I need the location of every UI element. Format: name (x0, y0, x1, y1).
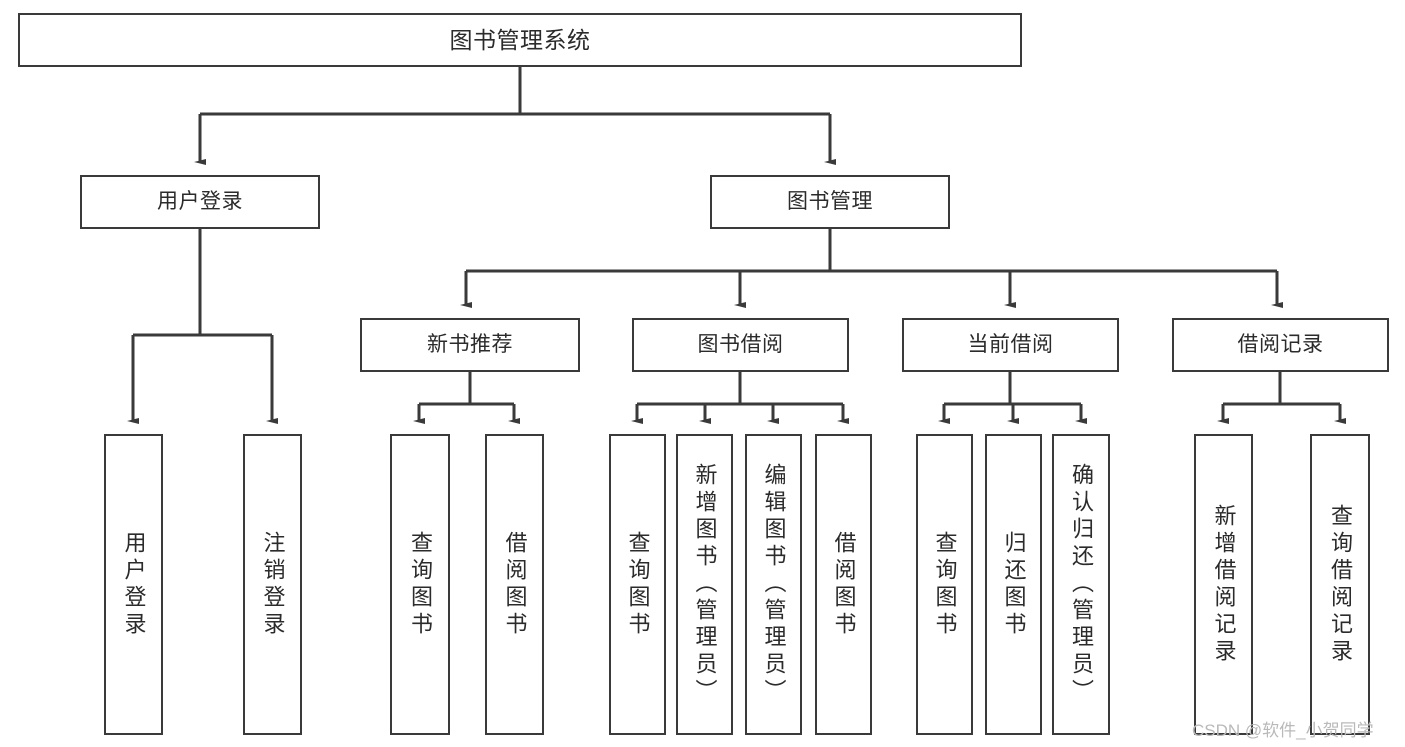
root-connectors (194, 67, 836, 165)
leaf-return-book-label: 归还图书 (1001, 530, 1027, 639)
leaf-return-book[interactable]: 归还图书 (985, 434, 1042, 735)
leaf-query-book-1[interactable]: 查询图书 (390, 434, 450, 735)
leaf-confirm-return[interactable]: 确认归还（管理员） (1052, 434, 1110, 735)
node-user-login[interactable]: 用户登录 (80, 175, 320, 229)
leaf-query-record[interactable]: 查询借阅记录 (1310, 434, 1370, 735)
leaf-edit-book-label: 编辑图书（管理员） (761, 463, 787, 706)
node-current-borrow[interactable]: 当前借阅 (902, 318, 1119, 372)
leaf-add-book-label: 新增图书（管理员） (692, 463, 718, 706)
node-book-manage[interactable]: 图书管理 (710, 175, 950, 229)
leaf-confirm-return-label: 确认归还（管理员） (1069, 463, 1094, 706)
node-new-book-recommend-label: 新书推荐 (427, 332, 513, 356)
book-manage-connectors (460, 229, 1283, 308)
user-login-connectors (127, 229, 278, 424)
node-borrow-record-label: 借阅记录 (1237, 332, 1324, 356)
node-book-manage-label: 图书管理 (787, 189, 873, 213)
leaf-query-book-3-label: 查询图书 (932, 530, 958, 639)
node-book-borrow-label: 图书借阅 (697, 332, 784, 356)
node-borrow-record[interactable]: 借阅记录 (1172, 318, 1389, 372)
leaf-borrow-book-1[interactable]: 借阅图书 (485, 434, 544, 735)
leaf-query-book-1-label: 查询图书 (408, 530, 433, 639)
leaf-add-book[interactable]: 新增图书（管理员） (676, 434, 733, 735)
leaf-query-book-3[interactable]: 查询图书 (916, 434, 973, 735)
leaf-borrow-book-2-label: 借阅图书 (831, 530, 857, 639)
leaf-add-record[interactable]: 新增借阅记录 (1194, 434, 1253, 735)
leaf-add-record-label: 新增借阅记录 (1211, 503, 1237, 666)
leaf-user-login-label: 用户登录 (121, 530, 147, 639)
leaf-query-record-label: 查询借阅记录 (1328, 503, 1353, 666)
leaf-logout-label: 注销登录 (260, 530, 286, 639)
new-book-recommend-connectors (413, 372, 520, 424)
leaf-query-book-2-label: 查询图书 (625, 530, 651, 639)
book-borrow-connectors (631, 372, 849, 424)
leaf-query-book-2[interactable]: 查询图书 (609, 434, 666, 735)
node-book-borrow[interactable]: 图书借阅 (632, 318, 849, 372)
leaf-user-login[interactable]: 用户登录 (104, 434, 163, 735)
node-user-login-label: 用户登录 (157, 189, 243, 213)
node-current-borrow-label: 当前借阅 (967, 332, 1054, 356)
node-root[interactable]: 图书管理系统 (18, 13, 1022, 67)
current-borrow-connectors (938, 372, 1087, 424)
node-root-label: 图书管理系统 (449, 26, 591, 53)
leaf-edit-book[interactable]: 编辑图书（管理员） (745, 434, 802, 735)
borrow-record-connectors (1217, 372, 1346, 424)
leaf-borrow-book-1-label: 借阅图书 (502, 530, 528, 639)
node-new-book-recommend[interactable]: 新书推荐 (360, 318, 580, 372)
leaf-logout[interactable]: 注销登录 (243, 434, 302, 735)
leaf-borrow-book-2[interactable]: 借阅图书 (815, 434, 872, 735)
